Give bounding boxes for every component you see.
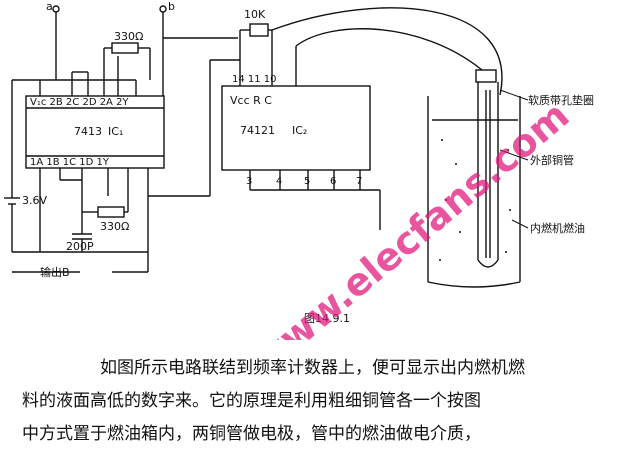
- ic2-inner-pins: Vcc R C: [230, 94, 272, 107]
- resistor-10k: [249, 23, 269, 37]
- terminal-b-label: b: [168, 0, 175, 13]
- paragraph-line-3: 中方式置于燃油箱内，两铜管做电极，管中的燃油做电介质，: [22, 424, 481, 444]
- ic2-top-pins: 14 11 10: [232, 74, 277, 85]
- resistor-top-label: 330Ω: [114, 30, 143, 43]
- ic2-pin-4: 4: [276, 176, 282, 187]
- ic2-part: 74121: [240, 124, 275, 137]
- ic2-pin-3: 3: [246, 176, 252, 187]
- paragraph-line-2: 料的液面高低的数字来。它的原理是利用粗细铜管各一个按图: [22, 391, 481, 411]
- resistor-top: [111, 42, 139, 54]
- label-outer-tube: 外部铜管: [530, 153, 574, 167]
- tank: [427, 281, 521, 288]
- ic1-box: [25, 95, 165, 169]
- ic1-part: 7413: [74, 125, 102, 138]
- capacitor-label: 200P: [66, 240, 94, 253]
- resistor-bottom-label: 330Ω: [100, 220, 129, 233]
- ic2-pin-5: 5: [304, 176, 310, 187]
- probe-cap: [475, 69, 497, 83]
- ic1-top-pins: V₁ᴄ 2B 2C 2D 2A 2Y: [30, 97, 129, 108]
- resistor-10k-label: 10K: [244, 8, 266, 21]
- ic1-name: IC₁: [108, 125, 123, 138]
- battery-label: 3.6V: [22, 194, 47, 207]
- resistor-bottom: [97, 206, 125, 218]
- fuel-dots: [439, 139, 511, 261]
- ic1-bottom-pins: 1A 1B 1C 1D 1Y: [30, 157, 110, 168]
- label-ring: 软质带孔垫圈: [528, 93, 594, 107]
- terminal-a-label: a: [46, 0, 53, 13]
- output-label: 输出B: [40, 265, 70, 279]
- paragraph-line-1: 如图所示电路联结到频率计数器上，便可显示出内燃机燃: [100, 358, 525, 378]
- label-fuel: 内燃机燃油: [530, 221, 585, 235]
- body-paragraph: 如图所示电路联结到频率计数器上，便可显示出内燃机燃 料的液面高低的数字来。它的原…: [22, 352, 618, 451]
- ic2-pin-7: 7: [356, 176, 362, 187]
- terminal-b: [159, 5, 167, 13]
- ic2-name: IC₂: [292, 124, 307, 137]
- figure-caption: 图14.9.1: [304, 312, 350, 325]
- ic2-pin-6: 6: [330, 176, 336, 187]
- terminal-a: [52, 5, 60, 13]
- circuit-diagram: V₁ᴄ 2B 2C 2D 2A 2Y 7413 IC₁ 1A 1B 1C 1D …: [4, 0, 594, 340]
